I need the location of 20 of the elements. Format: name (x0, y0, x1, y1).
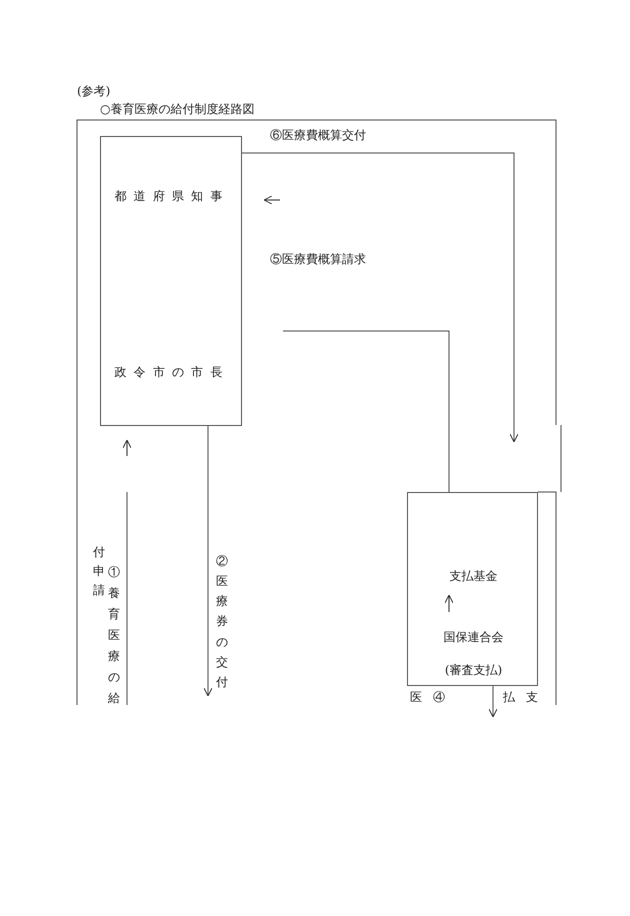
organization-note: (審査支払) (444, 663, 504, 678)
flow-label: 医 ④ (410, 690, 449, 704)
flow-label: 付申請 (93, 544, 105, 600)
diagram-title: ○養育医療の給付制度経路図 (100, 102, 254, 116)
reference-note: (参考) (77, 84, 110, 98)
organization-name: 支払基金 (448, 569, 498, 584)
arrow (242, 152, 518, 442)
arrow (204, 426, 212, 696)
organization-box (407, 492, 538, 686)
flow-label: ①養育医療の給 (108, 564, 120, 707)
connector-line (282, 330, 450, 492)
arrow (488, 686, 498, 718)
edge-label: 払 支 (503, 690, 542, 704)
edge-label: ②医療券の交付 (216, 553, 228, 691)
authority-name: 都道府県知事 (113, 189, 231, 204)
flow-label: ⑥医療費概算交付 (270, 128, 366, 142)
authority-box (100, 136, 242, 426)
authority-name: 政令市の市長 (113, 365, 231, 380)
flow-label: ⑤医療費概算請求 (270, 252, 366, 266)
organization-name: 国保連合会 (442, 630, 504, 644)
